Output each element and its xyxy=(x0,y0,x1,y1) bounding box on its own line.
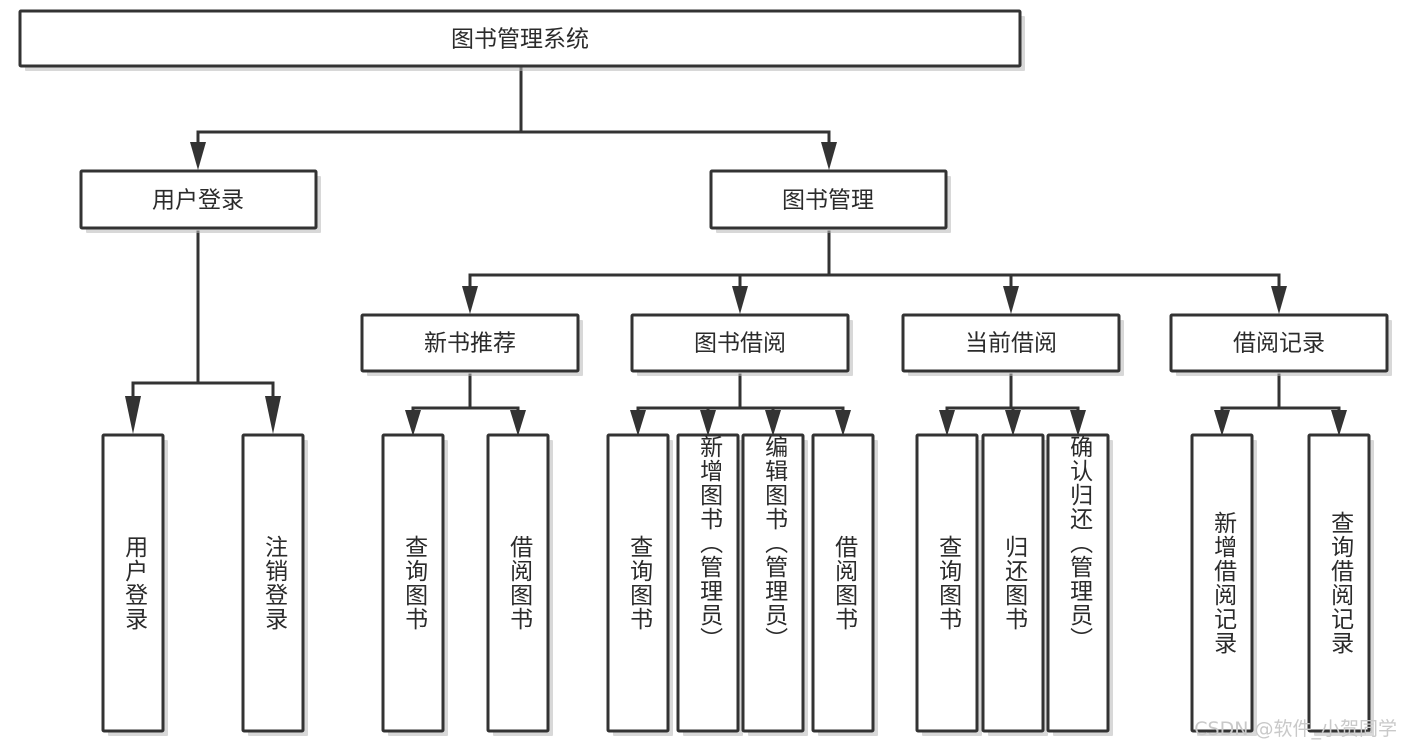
leaf-node-user-login[interactable] xyxy=(101,433,168,736)
csdn-watermark: CSDN @软件_小贺同学 xyxy=(1194,718,1397,740)
node-book-manage[interactable]: 图书管理 xyxy=(709,169,951,233)
node-user-login[interactable]: 用户登录 xyxy=(79,169,321,233)
node-root-label: 图书管理系统 xyxy=(451,27,589,53)
connector-borrowrecord-to-leaves xyxy=(1214,373,1347,436)
node-current-borrow-label: 当前借阅 xyxy=(965,331,1057,357)
leaf-node-return-book[interactable] xyxy=(981,433,1048,736)
node-borrow-record[interactable]: 借阅记录 xyxy=(1169,313,1392,376)
node-borrow-record-label: 借阅记录 xyxy=(1233,331,1325,357)
connector-root-to-level2 xyxy=(190,66,837,170)
connector-userlogin-to-leaves xyxy=(125,230,281,434)
leaf-node-borrow-book-2[interactable] xyxy=(811,433,878,736)
node-new-book-recommend[interactable]: 新书推荐 xyxy=(360,313,583,376)
node-root[interactable]: 图书管理系统 xyxy=(18,9,1025,71)
connector-bookmanage-to-level3 xyxy=(462,230,1287,314)
node-user-login-label: 用户登录 xyxy=(152,188,244,214)
node-new-book-recommend-label: 新书推荐 xyxy=(424,331,516,357)
leaf-node-edit-book[interactable] xyxy=(741,433,808,736)
leaf-node-add-book[interactable] xyxy=(676,433,743,736)
node-book-manage-label: 图书管理 xyxy=(782,188,874,214)
connector-newbook-to-leaves xyxy=(405,373,526,436)
connector-currentborrow-to-leaves xyxy=(939,373,1086,436)
leaf-node-add-record[interactable] xyxy=(1190,433,1257,736)
leaf-node-borrow-book-1[interactable] xyxy=(486,433,553,736)
leaf-node-query-record[interactable] xyxy=(1307,433,1374,736)
leaf-node-logout-login[interactable] xyxy=(241,433,308,736)
leaf-node-query-book-1[interactable] xyxy=(381,433,448,736)
node-book-borrow-label: 图书借阅 xyxy=(694,331,786,357)
leaf-node-query-book-2[interactable] xyxy=(606,433,673,736)
node-current-borrow[interactable]: 当前借阅 xyxy=(901,313,1124,376)
connector-bookborrow-to-leaves xyxy=(630,373,851,436)
node-book-borrow[interactable]: 图书借阅 xyxy=(630,313,853,376)
leaf-node-confirm-return[interactable] xyxy=(1046,433,1113,736)
leaf-node-query-book-3[interactable] xyxy=(915,433,982,736)
